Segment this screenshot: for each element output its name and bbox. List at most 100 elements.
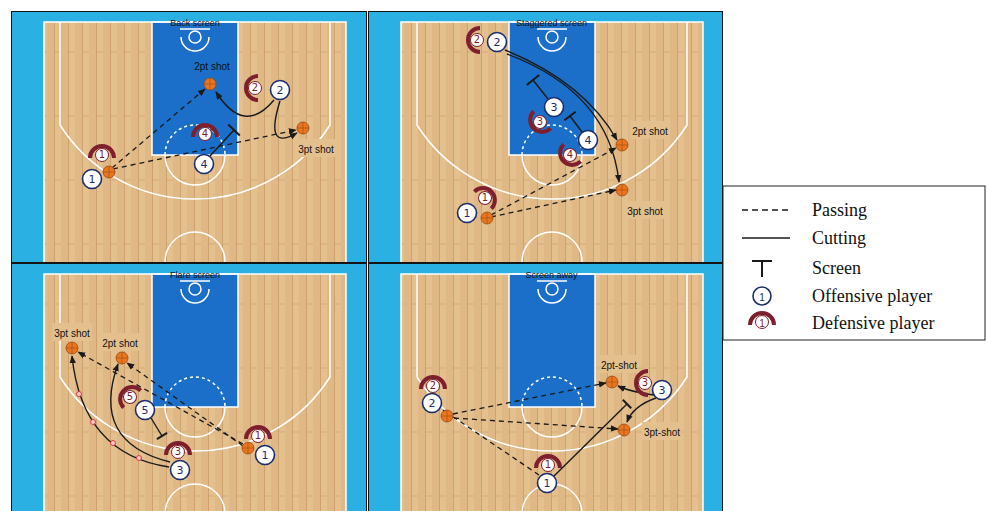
pass-arrow <box>454 418 618 429</box>
crescent-arc <box>466 26 480 54</box>
player-circle <box>456 202 478 224</box>
defensive-player: 2 <box>239 72 271 104</box>
player-circle <box>536 472 558 494</box>
defender-crescent <box>114 381 146 413</box>
ball <box>616 184 628 196</box>
defender-crescent <box>534 454 562 472</box>
player-circle <box>83 170 102 189</box>
defensive-player: 1 <box>86 139 118 171</box>
player-circle <box>488 33 507 52</box>
panel-title: Screen away <box>525 271 577 280</box>
screen-line <box>570 116 582 132</box>
crescent-arc <box>244 74 258 102</box>
pass-sample <box>742 209 790 211</box>
offensive-player: 4 <box>193 153 215 175</box>
defender-crescent <box>471 180 503 212</box>
pass-arrow <box>113 130 296 169</box>
player-circle <box>171 461 190 480</box>
player-number: 2 <box>474 35 480 45</box>
path-dot <box>137 456 142 461</box>
legend-text: Screen <box>812 258 861 278</box>
crescent-arc <box>419 375 447 389</box>
defender-crescent <box>86 139 118 171</box>
cut-arrow <box>618 386 654 395</box>
offensive-player: 3 <box>169 459 191 481</box>
offensive-player: 2 <box>486 31 508 53</box>
screen-line <box>210 130 234 156</box>
path-dot <box>91 420 96 425</box>
player-circle <box>134 399 156 421</box>
crescent-arc <box>191 123 219 137</box>
crescent-arc <box>164 441 192 455</box>
number-disc <box>252 430 265 443</box>
cut-sample <box>742 237 790 239</box>
defender-crescent <box>191 123 219 141</box>
offensive-player: 1 <box>81 168 103 190</box>
number-disc <box>427 380 440 393</box>
player-number: 5 <box>127 392 133 402</box>
defender-crescent <box>242 420 274 452</box>
screen-bar <box>228 125 240 136</box>
panel-title: Staggered screen <box>516 19 587 28</box>
screen-line <box>554 404 627 476</box>
player-number: 4 <box>585 135 592 146</box>
cut-arrow <box>505 50 617 140</box>
defensive-player: 4 <box>189 118 221 150</box>
ball <box>606 376 618 388</box>
defender-crescent <box>164 441 192 459</box>
offense-sample <box>753 287 771 305</box>
player-number: 1 <box>262 450 269 461</box>
number-disc <box>639 377 652 390</box>
court <box>401 22 703 262</box>
ball <box>204 78 216 90</box>
defensive-player: 1 <box>469 182 501 214</box>
player-number: 2 <box>430 381 436 391</box>
screen-line <box>151 418 162 436</box>
player-number: 3 <box>551 102 558 113</box>
shot-label-patch: 1 <box>757 313 767 331</box>
path-dot <box>111 441 116 446</box>
legend-row: Screen <box>812 258 861 278</box>
defender-crescent <box>524 106 556 138</box>
player-number: 1 <box>464 208 471 219</box>
player-number: 3 <box>175 447 181 457</box>
pass-arrow <box>491 148 616 215</box>
number-disc <box>249 82 262 95</box>
player-number: 3 <box>537 117 543 127</box>
panel-title: Back screen <box>170 19 220 28</box>
shot-label: 2pt shot <box>194 61 230 72</box>
path-dot <box>77 392 82 397</box>
number-disc <box>96 149 109 162</box>
offensive-player: 5 <box>134 399 156 421</box>
screen-bar <box>157 433 167 439</box>
player-circle <box>256 446 275 465</box>
number-disc <box>476 189 494 207</box>
defender-crescent <box>634 369 652 397</box>
player-number: 2 <box>429 398 436 409</box>
defender-crescent <box>469 182 501 214</box>
shot-label: 3pt shot <box>54 328 90 339</box>
legend-samples <box>723 186 985 340</box>
play-panel: Staggered screen11223344 <box>369 12 722 262</box>
court <box>44 22 346 262</box>
legend-row: Cutting <box>812 228 866 248</box>
defensive-player: 3 <box>162 436 194 468</box>
screen-line <box>533 80 548 99</box>
play-panel: Flare screen113355 <box>12 264 366 511</box>
offensive-player: 1 <box>536 472 558 494</box>
pass-arrow <box>443 410 539 475</box>
defender-crescent <box>112 379 144 411</box>
defensive-player: 1 <box>532 449 564 481</box>
player-circle <box>538 474 557 493</box>
legend-row: Passing <box>812 200 867 220</box>
defender-crescent <box>532 449 564 481</box>
shot-label-patch: 3pt-shot <box>642 422 682 440</box>
player-number: 1 <box>545 460 551 470</box>
player-number: 4 <box>202 129 208 139</box>
player-number: 1 <box>482 193 488 203</box>
shot-label-patch: 2pt shot <box>100 333 140 351</box>
defender-crescent <box>244 425 272 443</box>
shot-label: 2pt-shot <box>601 360 637 371</box>
